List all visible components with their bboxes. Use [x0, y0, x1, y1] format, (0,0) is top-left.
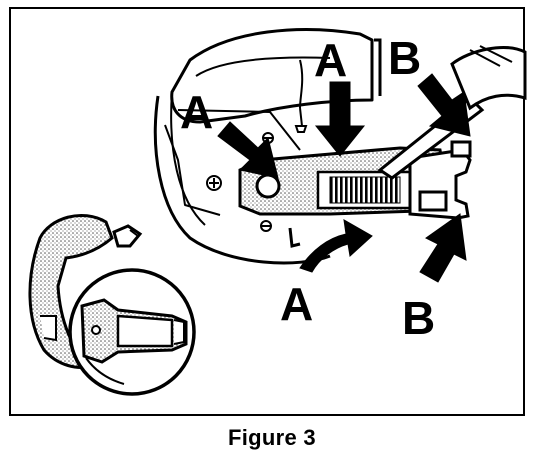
callout-b-bottom: B: [402, 292, 435, 344]
inset-shaver: [28, 214, 143, 369]
arrow-b-bottom: [419, 213, 467, 283]
arrow-b-top: [417, 73, 471, 137]
arrow-a-top: [314, 81, 366, 157]
screw-bottom: [260, 220, 272, 232]
arrow-a-left: [217, 121, 279, 179]
inset-magnifier: [68, 268, 196, 396]
callout-a-top: A: [314, 34, 347, 86]
callout-a-bottom: A: [280, 278, 313, 330]
arrow-a-bottom: [299, 219, 373, 273]
callout-b-top: B: [388, 32, 421, 84]
wire-pin: [294, 38, 382, 133]
hook: [288, 227, 301, 248]
figure-caption: Figure 3: [228, 425, 316, 450]
screw-left: [206, 175, 222, 191]
clip-bracket: [408, 140, 472, 220]
spring-coil: [316, 170, 412, 210]
callout-a-left: A: [180, 86, 213, 138]
